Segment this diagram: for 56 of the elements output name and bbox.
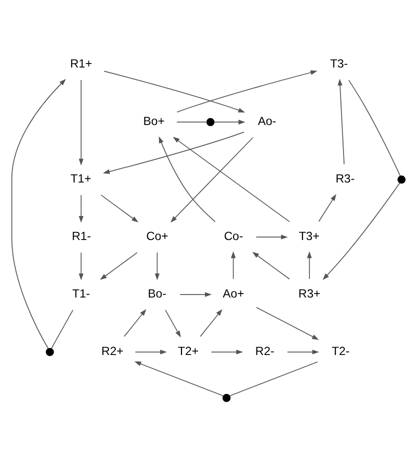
- arrow: [124, 308, 146, 336]
- node-text: R2-: [255, 344, 274, 358]
- node-circle: [397, 175, 406, 184]
- node-text: R1-: [72, 228, 91, 243]
- node-circle: [222, 393, 231, 402]
- node-text: T3-: [330, 56, 348, 70]
- arrow: [102, 131, 244, 174]
- node-circle: [206, 118, 215, 126]
- arrow: [307, 250, 312, 279]
- node-text: R3+: [298, 286, 320, 300]
- node-text: Ao-: [258, 114, 276, 128]
- arrow: [172, 136, 290, 222]
- arrow: [214, 119, 246, 124]
- arrow: [338, 78, 345, 164]
- arrow: [134, 360, 224, 396]
- arrow: [252, 251, 290, 280]
- node-text: R1+: [70, 56, 92, 70]
- arrow: [100, 194, 138, 222]
- connector: [176, 121, 208, 122]
- arrow: [318, 194, 336, 222]
- arrow: [154, 252, 160, 280]
- arrow: [256, 306, 319, 340]
- connector: [348, 79, 401, 176]
- node-text: T2-: [332, 344, 350, 358]
- node-text: Bo-: [148, 286, 166, 300]
- connector: [229, 360, 318, 396]
- connector: [50, 309, 74, 348]
- arrow: [158, 136, 216, 222]
- arrow: [104, 70, 246, 112]
- node-text: Co+: [146, 228, 168, 243]
- node-text: R3-: [336, 171, 355, 186]
- arrow: [256, 234, 288, 239]
- arrow: [11, 78, 66, 348]
- arrow: [210, 349, 243, 354]
- arrow: [170, 136, 254, 222]
- node-text: Ao+: [222, 286, 244, 300]
- arrow: [134, 349, 167, 354]
- node-text: Bo+: [143, 114, 165, 128]
- node-text: T2+: [178, 344, 199, 358]
- arrow: [230, 250, 236, 279]
- arrow: [322, 182, 400, 280]
- node-text: T1-: [72, 286, 90, 300]
- arrow: [78, 252, 84, 280]
- node-text: R2+: [101, 344, 124, 358]
- node-text: Co-: [224, 228, 244, 243]
- arrow: [165, 309, 181, 338]
- arrow: [78, 194, 84, 222]
- arrow: [78, 79, 84, 165]
- node-text: T1+: [70, 171, 92, 186]
- node-circle: [46, 347, 54, 356]
- arrow: [200, 308, 222, 336]
- arrow: [180, 292, 212, 296]
- node-text: T3+: [298, 228, 320, 243]
- arrow: [176, 70, 318, 112]
- arrow: [287, 349, 320, 354]
- arrow: [100, 252, 138, 280]
